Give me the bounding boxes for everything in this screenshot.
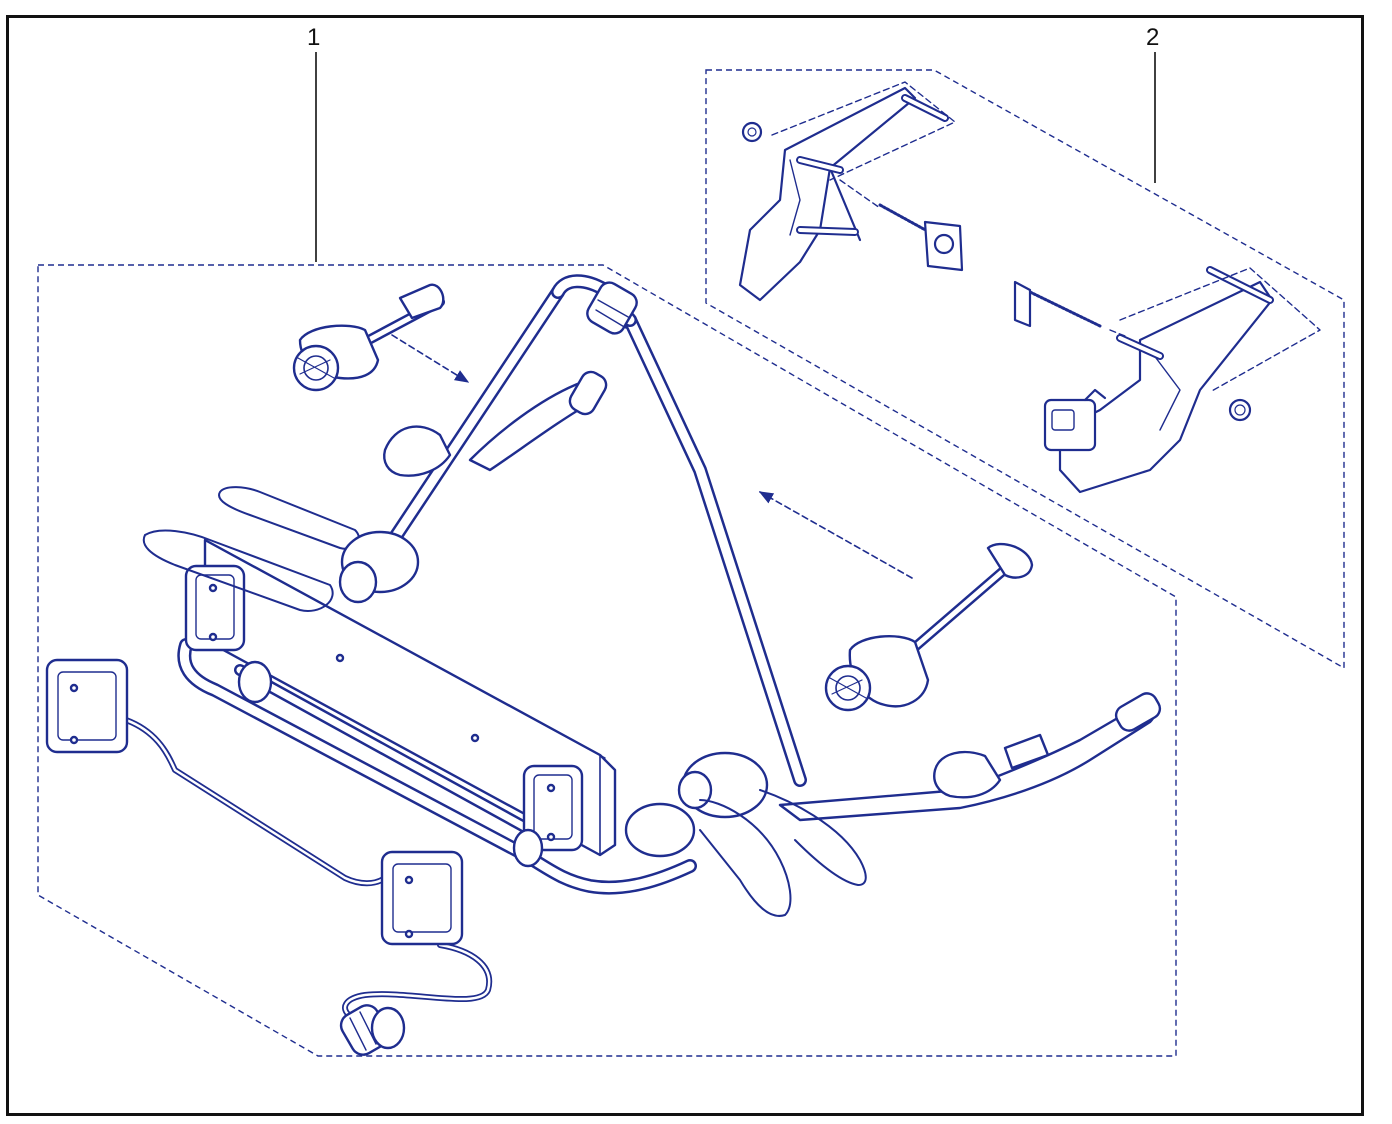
bike-carrier-assembly: [45, 274, 1162, 1056]
base-collar-left: [237, 660, 273, 704]
callout-2-label: 2: [1146, 24, 1160, 51]
bracket-upper: [738, 81, 964, 302]
assembly-arrow-lower: [758, 491, 913, 579]
tray-foot-left: [383, 425, 452, 477]
bracket-lower: [1013, 266, 1321, 494]
assembly-arrow-upper: [391, 334, 470, 383]
wheel-strap-left: [142, 529, 334, 612]
tray-foot-right: [933, 750, 1002, 799]
group-1-boundary: [37, 264, 1177, 1057]
callout-1-label: 1: [307, 24, 321, 51]
group-2-boundary: [705, 69, 1345, 670]
electrical-plug: [339, 1004, 406, 1056]
frame-clamp-upper: [292, 283, 445, 392]
wheel-strap-right: [699, 799, 792, 917]
frame-clamp-lower: [824, 542, 1034, 712]
mounting-bracket-kit: [738, 81, 1321, 494]
base-collar-right: [512, 828, 544, 868]
wheel-tray-end-left: [568, 370, 608, 416]
wheel-tray-end-right: [1114, 692, 1162, 732]
diagram-frame: [6, 15, 1364, 1116]
